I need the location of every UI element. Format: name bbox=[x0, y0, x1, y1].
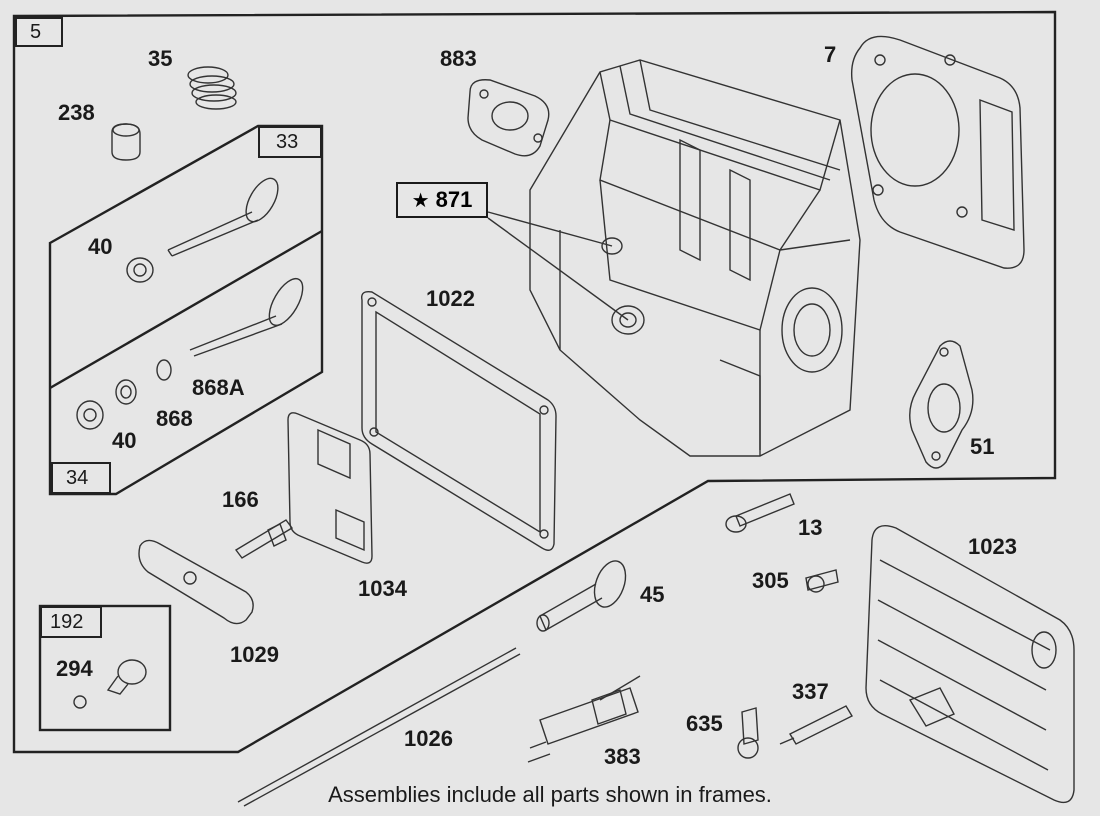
part-883-label: 883 bbox=[440, 46, 477, 71]
frame-33-tag bbox=[258, 126, 322, 158]
frame-5-label: 5 bbox=[30, 21, 42, 43]
part-40-bottom-label: 40 bbox=[112, 428, 137, 453]
rocker-stud-drawing bbox=[234, 519, 294, 559]
valve-cover-gasket-drawing bbox=[361, 290, 557, 551]
frame-34-tag bbox=[51, 462, 111, 494]
fitting-drawing bbox=[73, 659, 147, 709]
part-1029-label: 1029 bbox=[230, 642, 279, 667]
leader-871-a bbox=[487, 211, 613, 247]
frame-divider bbox=[49, 229, 323, 390]
tappet-drawing bbox=[536, 560, 627, 632]
frame-192-tag bbox=[40, 606, 102, 638]
frame-fitting bbox=[38, 604, 172, 732]
part-635-label: 635 bbox=[686, 711, 723, 736]
part-13-label: 13 bbox=[798, 515, 823, 540]
part-305-label: 305 bbox=[752, 568, 789, 593]
part-7-label: 7 bbox=[824, 42, 837, 67]
star-icon: ★ bbox=[411, 189, 430, 212]
part-166-label: 166 bbox=[222, 487, 259, 512]
part-45-label: 45 bbox=[640, 582, 665, 607]
footer-note: Assemblies include all parts shown in fr… bbox=[328, 782, 772, 807]
frame-34-label: 34 bbox=[66, 467, 89, 489]
valve-spring-drawing bbox=[187, 66, 237, 110]
part-337-label: 337 bbox=[792, 679, 829, 704]
retainer-drawing bbox=[111, 123, 141, 161]
intake-valve-drawing bbox=[189, 277, 304, 357]
frame-192-label: 192 bbox=[50, 611, 84, 633]
solenoid-drawing bbox=[527, 675, 641, 763]
screw-drawing bbox=[805, 569, 839, 593]
breather-plate-drawing bbox=[287, 412, 373, 564]
push-rod-drawing bbox=[237, 647, 517, 803]
valve-small-parts-drawing bbox=[76, 359, 172, 430]
part-35-label: 35 bbox=[148, 46, 173, 71]
part-51-label: 51 bbox=[970, 434, 995, 459]
part-868A-label: 868A bbox=[192, 375, 245, 400]
part-868-label: 868 bbox=[156, 406, 193, 431]
bolt-drawing bbox=[725, 493, 795, 533]
cylinder-head-drawing bbox=[529, 59, 861, 457]
valve-seal-drawing bbox=[126, 257, 154, 283]
part-383-label: 383 bbox=[604, 744, 641, 769]
callout-871: ★ 871 bbox=[396, 182, 488, 218]
spark-plug-drawing bbox=[779, 705, 853, 745]
part-238-label: 238 bbox=[58, 100, 95, 125]
part-871-label: 871 bbox=[435, 187, 473, 212]
part-1023-label: 1023 bbox=[968, 534, 1017, 559]
leader-871-b bbox=[487, 217, 629, 321]
part-1034-label: 1034 bbox=[358, 576, 407, 601]
intake-gasket-drawing bbox=[467, 79, 550, 157]
frame-33-label: 33 bbox=[276, 131, 299, 153]
part-1022-label: 1022 bbox=[426, 286, 475, 311]
part-40-top-label: 40 bbox=[88, 234, 113, 259]
spark-boot-drawing bbox=[737, 707, 759, 759]
frame-main-tag bbox=[15, 17, 63, 47]
valve-cover-drawing bbox=[865, 525, 1075, 804]
part-294-label: 294 bbox=[56, 656, 93, 681]
exhaust-gasket-drawing bbox=[909, 340, 974, 469]
part-1026-label: 1026 bbox=[404, 726, 453, 751]
head-gasket-drawing bbox=[850, 35, 1025, 269]
rocker-arm-drawing bbox=[138, 539, 254, 625]
exhaust-valve-drawing bbox=[167, 177, 279, 257]
frame-main bbox=[12, 10, 1057, 754]
